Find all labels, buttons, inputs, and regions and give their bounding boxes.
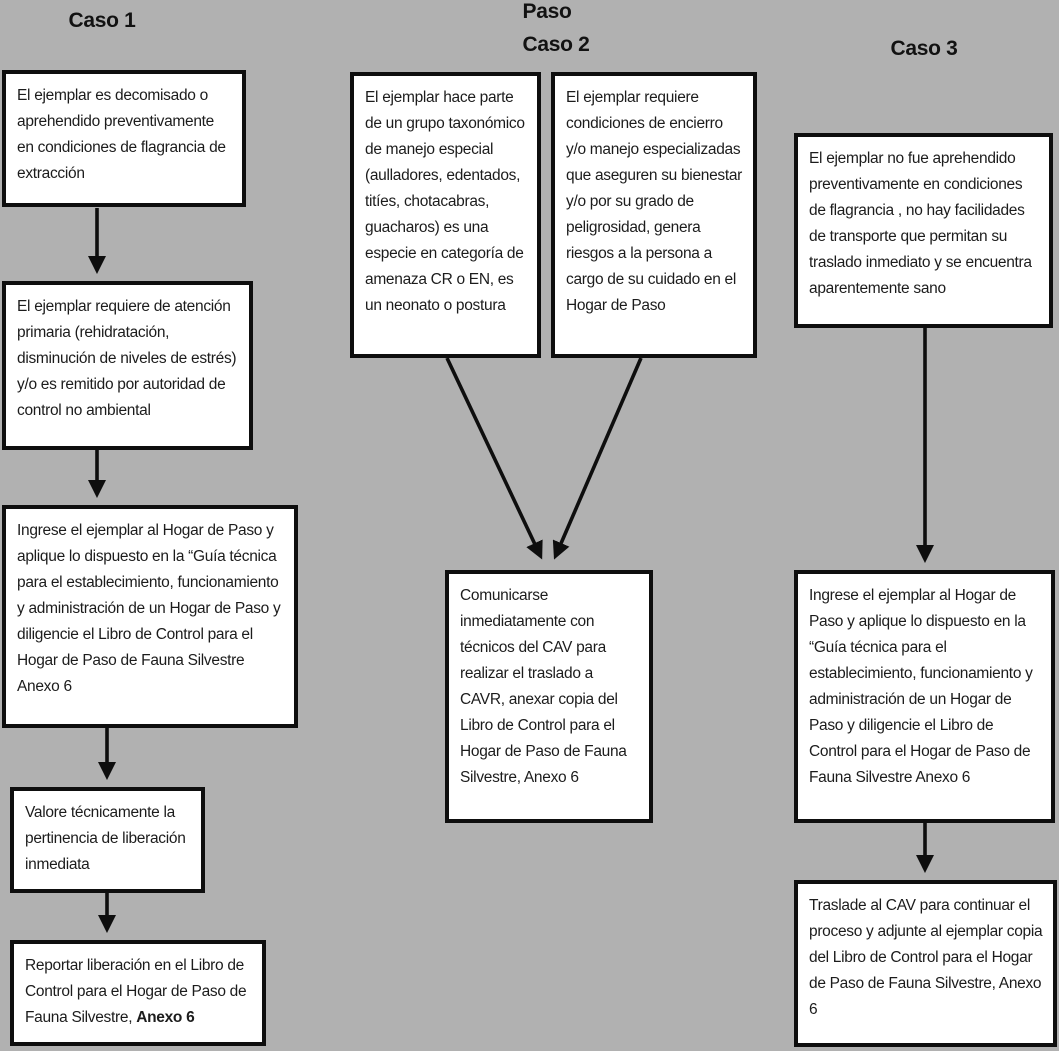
caso1-box-decomisado: El ejemplar es decomisado o aprehendido … (2, 70, 246, 207)
column-header-caso2: Caso 2 (522, 33, 590, 56)
box-text: El ejemplar requiere condiciones de enci… (566, 89, 743, 314)
box-text: El ejemplar no fue aprehendido preventiv… (809, 150, 1032, 297)
top-title-fragment: Paso (522, 0, 572, 23)
caso1-box-atencion-primaria: El ejemplar requiere de atención primari… (2, 281, 253, 450)
box-text: Comunicarse inmediatamente con técnicos … (460, 587, 627, 786)
box-text: Ingrese el ejemplar al Hogar de Paso y a… (17, 522, 281, 695)
caso1-box-reporte-liberacion: Reportar liberación en el Libro de Contr… (10, 940, 266, 1046)
box-text: Reportar liberación en el Libro de Contr… (25, 957, 247, 1026)
column-header-caso3: Caso 3 (890, 37, 958, 60)
caso1-box-ingreso-hogar-paso: Ingrese el ejemplar al Hogar de Paso y a… (2, 505, 298, 728)
box-text: El ejemplar hace parte de un grupo taxon… (365, 89, 525, 314)
box-text: El ejemplar requiere de atención primari… (17, 298, 237, 419)
arrow-caso2-right-converge (552, 357, 643, 560)
box-text: Traslade al CAV para continuar el proces… (809, 897, 1043, 1018)
caso2-box-grupo-taxonomico: El ejemplar hace parte de un grupo taxon… (350, 72, 541, 358)
arrow-caso2-left-converge (445, 357, 543, 560)
caso3-box-no-aprehendido: El ejemplar no fue aprehendido preventiv… (794, 133, 1053, 328)
box-text: Ingrese el ejemplar al Hogar de Paso y a… (809, 587, 1033, 786)
box-text: Valore técnicamente la pertinencia de li… (25, 804, 186, 873)
box-text: El ejemplar es decomisado o aprehendido … (17, 87, 226, 182)
caso1-box-valoracion-liberacion: Valore técnicamente la pertinencia de li… (10, 787, 205, 893)
caso2-box-comunicarse-cav: Comunicarse inmediatamente con técnicos … (445, 570, 653, 823)
caso2-box-condiciones-encierro: El ejemplar requiere condiciones de enci… (551, 72, 757, 358)
caso3-box-traslado-cav: Traslade al CAV para continuar el proces… (794, 880, 1057, 1047)
caso3-box-ingreso-hogar-paso: Ingrese el ejemplar al Hogar de Paso y a… (794, 570, 1055, 823)
column-header-caso1: Caso 1 (68, 9, 136, 32)
box-text-bold: Anexo 6 (136, 1009, 195, 1026)
